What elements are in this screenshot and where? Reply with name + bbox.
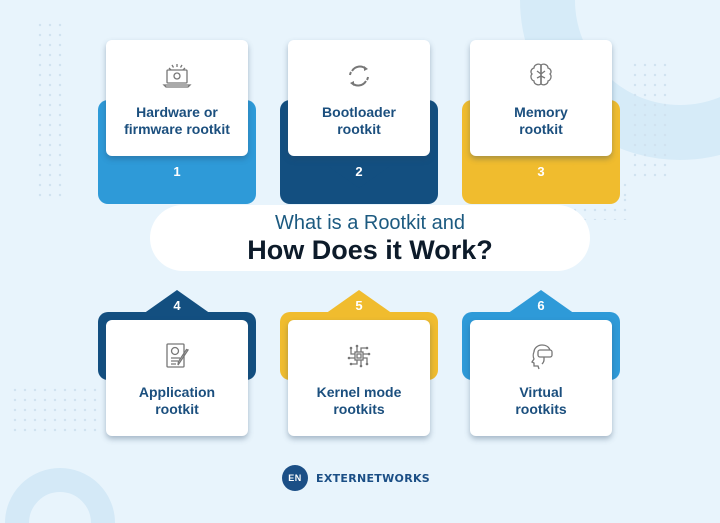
label-line-1: Hardware or — [136, 104, 218, 120]
brand-name: EXTERNETWORKS — [316, 471, 431, 485]
decorative-ring-bottom-left — [5, 468, 115, 523]
pointer-down — [325, 164, 393, 188]
pointer-up — [143, 290, 211, 314]
card-body: Memory rootkit — [470, 40, 612, 156]
label-line-1: Application — [138, 384, 216, 400]
rootkit-card-5: 5 Kernel mode rootkits — [280, 290, 438, 440]
refresh-cycle-icon — [349, 65, 369, 87]
card-body: Virtual rootkits — [470, 320, 612, 436]
brand-logo: EN — [282, 465, 308, 491]
card-label: Virtual rootkits — [515, 384, 566, 418]
card-number: 6 — [537, 298, 545, 313]
title-line-1: What is a Rootkit and — [274, 212, 466, 234]
pointer-down — [143, 164, 211, 188]
pointer-up — [507, 290, 575, 314]
dot-pattern — [630, 60, 670, 180]
title-line-2: How Does it Work? — [247, 235, 493, 265]
card-body: Kernel mode rootkits — [288, 320, 430, 436]
brand-footer: EN EXTERNETWORKS — [282, 465, 430, 491]
document-pen-icon — [166, 343, 190, 368]
rootkit-card-6: 6 Virtual rootkits — [462, 290, 620, 440]
rootkit-card-3: 3 Memory rootkit — [462, 40, 620, 204]
label-line-2: rootkit — [337, 121, 381, 137]
card-label: Bootloader rootkit — [322, 104, 396, 138]
pointer-down — [507, 164, 575, 188]
label-line-2: rootkits — [333, 401, 385, 417]
label-line-2: rootkit — [155, 401, 199, 417]
dot-pattern — [10, 385, 100, 435]
card-label: Application rootkit — [139, 384, 215, 418]
card-body: Bootloader rootkit — [288, 40, 430, 156]
rootkit-card-4: 4 Application rootkit — [98, 290, 256, 440]
card-label: Hardware or firmware rootkit — [124, 104, 230, 138]
title-banner: What is a Rootkit and How Does it Work? — [150, 205, 590, 271]
vr-headset-icon — [531, 344, 553, 370]
label-line-2: rootkit — [519, 121, 563, 137]
label-line-1: Virtual — [519, 384, 563, 400]
card-number: 5 — [355, 298, 363, 313]
card-number: 3 — [537, 164, 545, 179]
card-number: 1 — [173, 164, 181, 179]
label-line-2: rootkits — [515, 401, 567, 417]
laptop-gear-icon — [162, 64, 192, 88]
chip-circuit-icon — [347, 344, 371, 368]
label-line-1: Memory — [514, 104, 568, 120]
rootkit-card-2: 2 Bootloader rootkit — [280, 40, 438, 204]
label-line-1: Bootloader — [322, 104, 396, 120]
dot-pattern — [35, 20, 65, 200]
pointer-up — [325, 290, 393, 314]
card-label: Kernel mode rootkits — [317, 384, 402, 418]
rootkit-card-1: 1 Hardware or firmware rootkit — [98, 40, 256, 204]
label-line-1: Kernel mode — [316, 384, 402, 400]
card-body: Hardware or firmware rootkit — [106, 40, 248, 156]
brain-icon — [530, 63, 552, 86]
card-label: Memory rootkit — [514, 104, 568, 138]
label-line-2: firmware rootkit — [124, 121, 230, 137]
card-number: 4 — [173, 298, 181, 313]
card-number: 2 — [355, 164, 363, 179]
card-body: Application rootkit — [106, 320, 248, 436]
